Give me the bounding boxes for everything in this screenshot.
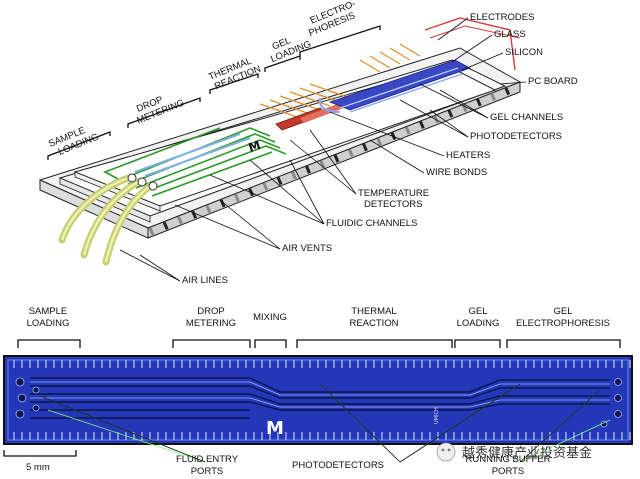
board-contact bbox=[262, 182, 269, 191]
board-contact bbox=[362, 143, 368, 152]
board-contact bbox=[305, 165, 311, 174]
board-contact bbox=[148, 227, 155, 236]
chip-logo-3d: M bbox=[247, 138, 263, 155]
board-contact bbox=[447, 109, 454, 118]
bottom-stage-sample-line2: LOADING bbox=[27, 318, 70, 329]
svg-text:DROPMETERING: DROPMETERING bbox=[186, 306, 236, 329]
isometric-device: M bbox=[38, 17, 522, 266]
board-contact bbox=[490, 92, 496, 101]
svg-text:SAMPLELOADING: SAMPLELOADING bbox=[27, 306, 70, 329]
right-labels: ELECTRODES GLASS SILICON PC BOARD GEL CH… bbox=[182, 12, 578, 286]
svg-text:SAMPLELOADING: SAMPLELOADING bbox=[47, 121, 100, 160]
bottom-stage-thermal-line1: THERMAL bbox=[351, 306, 396, 317]
label-silicon: SILICON bbox=[505, 47, 543, 58]
label-gel-channels: GEL CHANNELS bbox=[490, 112, 563, 123]
label-electrodes: ELECTRODES bbox=[470, 12, 534, 23]
bottom-stage-sample-line1: SAMPLE bbox=[29, 306, 68, 317]
svg-text:THERMALREACTION: THERMALREACTION bbox=[349, 306, 398, 329]
board-contact bbox=[419, 120, 425, 129]
board-contact bbox=[162, 221, 169, 230]
label-heaters: HEATERS bbox=[446, 150, 490, 161]
bottom-stage-mixing: MIXING bbox=[253, 312, 287, 323]
label-fluidic-channels: FLUIDIC CHANNELS bbox=[326, 218, 417, 229]
scale-bar: 5 mm bbox=[3, 450, 77, 473]
running-buffer-port-circles bbox=[600, 378, 622, 428]
bottom-leader-lines bbox=[39, 383, 611, 463]
top-leader-lines bbox=[119, 17, 527, 282]
board-contact bbox=[177, 216, 183, 225]
electrode-wire bbox=[424, 17, 516, 71]
label-glass: GLASS bbox=[494, 29, 526, 40]
board-contact bbox=[319, 160, 326, 169]
chip-channels bbox=[30, 377, 610, 419]
svg-text:DROPMETERING: DROPMETERING bbox=[131, 87, 186, 126]
svg-text:GELLOADING: GELLOADING bbox=[457, 306, 500, 329]
chip-electrode-ticks bbox=[13, 360, 631, 440]
board-contact bbox=[248, 188, 254, 197]
board-contact bbox=[234, 193, 240, 202]
wire-traces bbox=[259, 43, 421, 119]
board-contact bbox=[276, 176, 283, 186]
svg-text:THERMALREACTION: THERMALREACTION bbox=[207, 53, 263, 93]
board-contact bbox=[333, 154, 340, 163]
board-contact bbox=[347, 148, 354, 157]
bottom-stage-electro-line1: GEL bbox=[553, 306, 572, 317]
bottom-stage-brackets bbox=[17, 339, 621, 348]
label-pc-board: PC BOARD bbox=[528, 76, 578, 87]
fluidic-channels-blue bbox=[134, 133, 251, 177]
board-contact bbox=[205, 204, 212, 214]
board-contact bbox=[404, 126, 411, 135]
watermark-text: 越秀健康产业投资基金 bbox=[462, 445, 592, 461]
chip-top-view: M UMICH bbox=[3, 355, 633, 445]
label-photodetectors: PHOTODETECTORS bbox=[470, 131, 562, 142]
scale-label: 5 mm bbox=[26, 462, 50, 473]
bottom-stage-drop-line2: METERING bbox=[186, 318, 236, 329]
label-bottom-photodetectors: PHOTODETECTORS bbox=[292, 460, 384, 471]
label-air-vents: AIR VENTS bbox=[282, 243, 332, 254]
board-contact bbox=[290, 171, 297, 180]
board-contact bbox=[376, 137, 383, 146]
bottom-stage-drop-line1: DROP bbox=[197, 306, 224, 317]
bottom-stage-electro-line2: ELECTROPHORESIS bbox=[516, 318, 610, 329]
gel-channels-3d bbox=[318, 59, 471, 114]
svg-text:MIXING: MIXING bbox=[253, 312, 287, 323]
wechat-icon bbox=[436, 442, 456, 462]
board-edge-contacts bbox=[148, 87, 511, 236]
bottom-stage-gel-line2: LOADING bbox=[457, 318, 500, 329]
bottom-stage-thermal-line2: REACTION bbox=[349, 318, 398, 329]
heaters bbox=[275, 103, 344, 131]
top-stage-brackets bbox=[47, 25, 381, 160]
pc-board-side bbox=[147, 81, 521, 239]
chip-logo-top-view: M bbox=[266, 418, 284, 439]
label-air-lines: AIR LINES bbox=[182, 275, 228, 286]
board-contact bbox=[504, 87, 511, 96]
board-contact bbox=[475, 98, 482, 107]
bottom-stage-gel-line1: GEL bbox=[468, 306, 487, 317]
watermark: 越秀健康产业投资基金 bbox=[436, 442, 592, 462]
label-wire-bonds: WIRE BONDS bbox=[426, 167, 487, 178]
fluid-entry-port-circles bbox=[15, 377, 40, 419]
chip-tag: UMICH bbox=[434, 407, 440, 424]
svg-text:ELECTRO-PHORESIS: ELECTRO-PHORESIS bbox=[303, 0, 361, 39]
board-contact bbox=[433, 115, 439, 124]
board-contact bbox=[390, 131, 397, 141]
